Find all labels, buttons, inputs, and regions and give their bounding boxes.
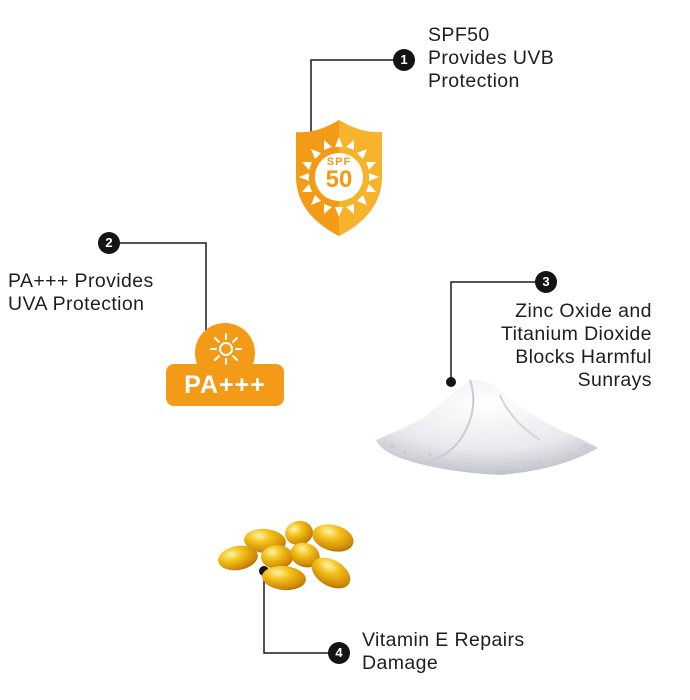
connector-dot-3 [446, 377, 456, 387]
capsule-group [218, 520, 354, 591]
feature-2-line-1: PA+++ Provides [8, 270, 154, 292]
pa-badge-label: PA+++ [184, 371, 266, 399]
connector-line-1 [310, 59, 402, 160]
feature-1-line-3: Protection [428, 70, 520, 92]
connector-line-3 [450, 281, 545, 381]
shield-spf-value: 50 [325, 166, 353, 193]
feature-text-1: SPF50 Provides UVB Protection [428, 24, 554, 93]
feature-1-line-2: Provides UVB [428, 47, 555, 69]
feature-number-4: 4 [328, 642, 350, 664]
connector-line-2 [108, 242, 207, 348]
feature-2-line-2: UVA Protection [8, 293, 145, 315]
feature-4-line-2: Damage [362, 652, 439, 674]
feature-text-2: PA+++ Provides UVA Protection [8, 270, 154, 316]
feature-text-4: Vitamin E Repairs Damage [362, 629, 525, 675]
feature-number-2: 2 [98, 232, 120, 254]
feature-4-line-1: Vitamin E Repairs [362, 629, 525, 651]
feature-3-line-3: Blocks Harmful [515, 346, 652, 368]
feature-number-3: 3 [535, 271, 557, 293]
feature-3-line-1: Zinc Oxide and [515, 300, 652, 322]
feature-3-line-4: Sunrays [577, 369, 652, 391]
feature-1-line-1: SPF50 [428, 24, 490, 46]
feature-3-line-2: Titanium Dioxide [501, 323, 652, 345]
connector-line-4 [263, 571, 338, 654]
feature-text-3: Zinc Oxide and Titanium Dioxide Blocks H… [501, 300, 652, 392]
pa-badge: PA+++ [166, 364, 284, 406]
shield-spf-label: SPF [326, 156, 352, 168]
feature-number-1: 1 [393, 49, 415, 71]
